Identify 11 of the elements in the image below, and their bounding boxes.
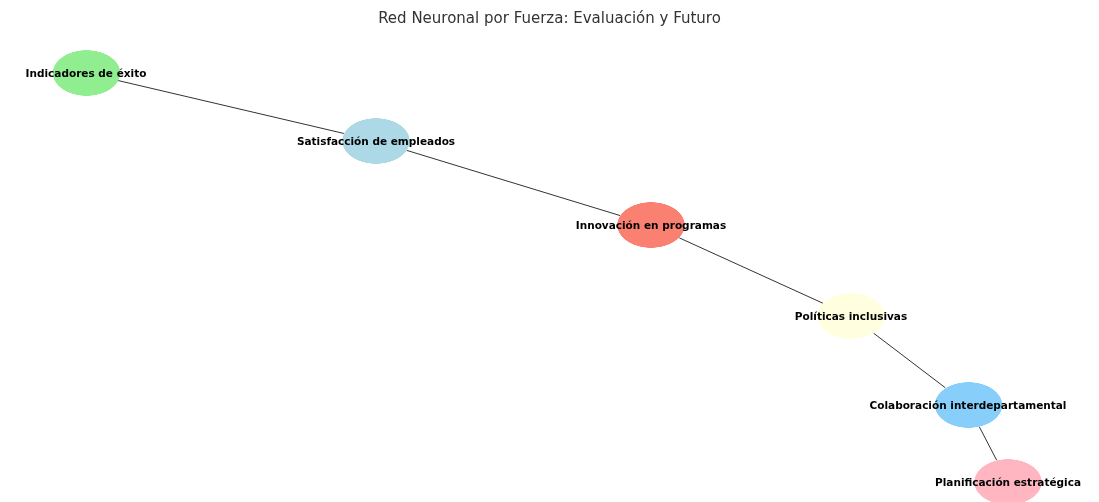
diagram-title: Red Neuronal por Fuerza: Evaluación y Futuro bbox=[378, 9, 721, 27]
connector-line bbox=[873, 332, 946, 389]
node-label: Indicadores de éxito bbox=[25, 67, 147, 79]
node-label: Colaboración interdepartamental bbox=[869, 399, 1067, 411]
node-label: Planificación estratégica bbox=[935, 476, 1081, 488]
connector-line bbox=[406, 149, 621, 217]
connector-line bbox=[117, 80, 345, 134]
node-label: Políticas inclusivas bbox=[794, 310, 908, 322]
connector-line bbox=[978, 426, 998, 461]
connector-line bbox=[678, 237, 824, 304]
node-label: Satisfacción de empleados bbox=[296, 135, 456, 147]
